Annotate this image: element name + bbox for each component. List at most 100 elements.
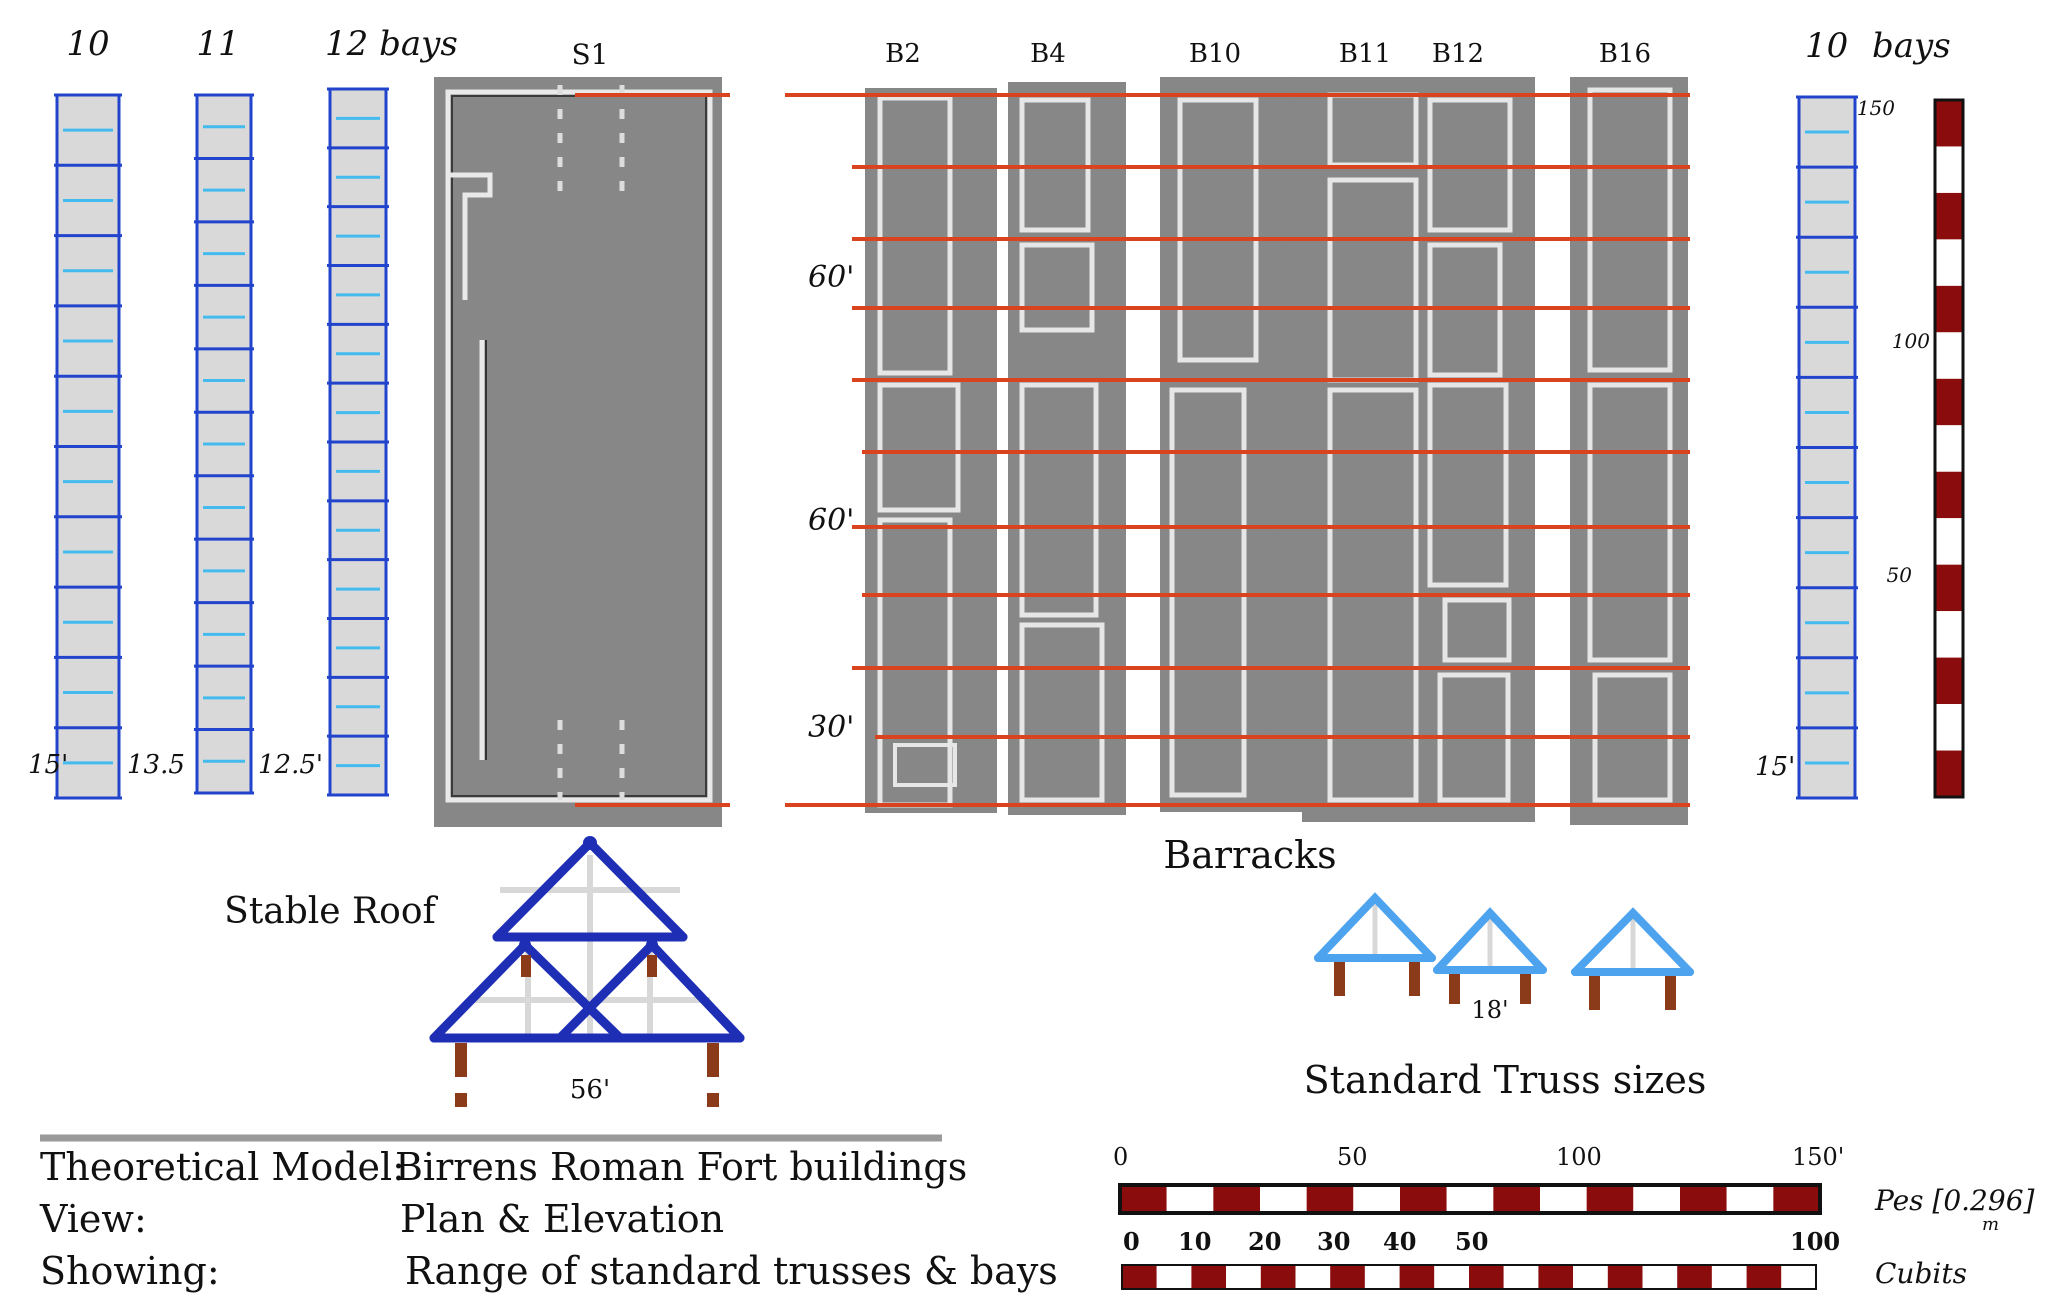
cubit-scale-segment xyxy=(1469,1265,1504,1289)
barrack-truss-2 xyxy=(1433,907,1547,1004)
pes-scale-segment xyxy=(1353,1185,1400,1213)
vertical-scale-segment xyxy=(1935,657,1963,705)
cubit-scale-bar xyxy=(1121,1264,1817,1290)
bay-frame-column-10 xyxy=(54,93,122,800)
cubit-scale-segment xyxy=(1677,1265,1712,1289)
cubit-tick-100: 100 xyxy=(1790,1227,1840,1256)
segment-length-60-lower: 60' xyxy=(808,503,854,538)
segment-length-60-upper: 60' xyxy=(808,260,854,295)
b10-b11-wedge xyxy=(1265,77,1302,812)
pes-scale-segment xyxy=(1773,1185,1820,1213)
building-label-b4: B4 xyxy=(1030,39,1066,69)
vertical-scale-segment xyxy=(1935,332,1963,379)
truss-caption: Standard Truss sizes xyxy=(1304,1058,1707,1102)
vertical-scale-segment xyxy=(1935,518,1963,565)
info-view-key: View: xyxy=(39,1197,147,1241)
pes-tick-50: 50 xyxy=(1337,1143,1368,1171)
cubit-tick-20: 20 xyxy=(1248,1227,1281,1256)
info-showing-value: Range of standard trusses & bays xyxy=(405,1249,1058,1293)
bay-count-10-label: 10 xyxy=(66,24,109,64)
building-label-s1: S1 xyxy=(572,38,609,71)
pes-scale-segment xyxy=(1166,1185,1214,1213)
stable-span-label: 56' xyxy=(570,1075,610,1105)
barracks-span-label: 18' xyxy=(1471,996,1508,1024)
cubit-scale-segment xyxy=(1538,1265,1574,1289)
pes-scale-segment xyxy=(1400,1185,1447,1213)
barrack-truss-1 xyxy=(1314,892,1436,996)
pes-tick-100: 100 xyxy=(1556,1143,1602,1171)
pes-scale-segment xyxy=(1586,1185,1634,1213)
vertical-scale-segment xyxy=(1935,564,1963,612)
info-model-key: Theoretical Model: xyxy=(40,1145,405,1189)
pes-scale-label: Pes [0.296] xyxy=(1874,1184,2035,1217)
bay-count-12-label: 12 bays xyxy=(325,24,458,64)
cubit-tick-50: 50 xyxy=(1455,1227,1488,1256)
right-bays-word-label: bays xyxy=(1872,26,1951,66)
cubit-scale-segment xyxy=(1399,1265,1435,1289)
cubit-scale-border xyxy=(1121,1264,1817,1290)
pes-scale-segment xyxy=(1306,1185,1354,1213)
bay-frame-column-12 xyxy=(327,87,389,797)
info-view-value: Plan & Elevation xyxy=(400,1197,724,1241)
vertical-scale-segment xyxy=(1935,378,1963,426)
cubit-scale-segment xyxy=(1295,1265,1331,1289)
pes-scale-segment xyxy=(1680,1185,1727,1213)
segment-length-30: 30' xyxy=(808,710,854,745)
barracks-label: Barracks xyxy=(1163,833,1336,877)
building-label-b2: B2 xyxy=(885,39,921,69)
pes-tick-0: 0 xyxy=(1113,1143,1128,1171)
bay-count-11-label: 11 xyxy=(196,24,239,64)
cubit-tick-10: 10 xyxy=(1178,1227,1211,1256)
cubit-scale-segment xyxy=(1364,1265,1400,1289)
cubit-scale-segment xyxy=(1191,1265,1227,1289)
cubit-scale-segment xyxy=(1122,1265,1157,1289)
info-model-value: Birrens Roman Fort buildings xyxy=(395,1145,967,1189)
pes-scale-segment xyxy=(1633,1185,1680,1213)
vertical-scale-segment xyxy=(1935,750,1963,797)
stable-s1-plan xyxy=(434,77,722,827)
cubit-scale-segment xyxy=(1226,1265,1261,1289)
cubit-scale-segment xyxy=(1503,1265,1539,1289)
building-label-b10: B10 xyxy=(1189,39,1241,69)
bay-width-12-5-label: 12.5' xyxy=(258,750,323,780)
vertical-scale-150-label: 150 xyxy=(1857,96,1895,120)
bay-frame-column-right-10 xyxy=(1796,95,1858,800)
cubit-tick-40: 40 xyxy=(1383,1227,1416,1256)
building-label-b11: B11 xyxy=(1339,39,1391,69)
right-bay-count-label: 10 xyxy=(1805,26,1848,66)
cubit-scale-segment xyxy=(1156,1265,1192,1289)
barrack-truss-3 xyxy=(1571,907,1694,1010)
vertical-scale-segment xyxy=(1935,239,1963,286)
building-label-b16: B16 xyxy=(1599,39,1651,69)
stable-roof-label: Stable Roof xyxy=(224,891,438,932)
cubit-scale-segment xyxy=(1746,1265,1782,1289)
vertical-scale-bar xyxy=(1933,98,1965,799)
pes-scale-border xyxy=(1118,1183,1822,1215)
cubit-scale-segment xyxy=(1330,1265,1365,1289)
barrack-b11-b12-plan xyxy=(1302,77,1535,822)
pes-scale-unit: m xyxy=(1982,1214,1999,1235)
cubit-scale-segment xyxy=(1711,1265,1747,1289)
pes-tick-150: 150' xyxy=(1792,1143,1844,1171)
section-lines xyxy=(575,93,1690,807)
building-label-b12: B12 xyxy=(1432,39,1484,69)
vertical-scale-segment xyxy=(1935,146,1963,193)
cubit-scale-label: Cubits xyxy=(1875,1257,1967,1290)
right-bay-width-label: 15' xyxy=(1755,752,1795,782)
bay-frame-column-11 xyxy=(194,93,254,795)
cubit-scale-segment xyxy=(1573,1265,1608,1289)
pes-scale-segment xyxy=(1540,1185,1587,1213)
pes-scale-segment xyxy=(1726,1185,1774,1213)
vertical-scale-segment xyxy=(1935,471,1963,519)
pes-scale-segment xyxy=(1213,1185,1260,1213)
cubit-scale-segment xyxy=(1781,1265,1816,1289)
cubit-scale-segment xyxy=(1434,1265,1469,1289)
bay-width-15-label: 15' xyxy=(28,750,68,780)
vertical-scale-segment xyxy=(1935,704,1963,751)
pes-scale-segment xyxy=(1260,1185,1307,1213)
vertical-scale-segment xyxy=(1935,285,1963,333)
vertical-scale-segment xyxy=(1935,100,1963,147)
vertical-scale-segment xyxy=(1935,192,1963,240)
vertical-scale-segment xyxy=(1935,425,1963,472)
